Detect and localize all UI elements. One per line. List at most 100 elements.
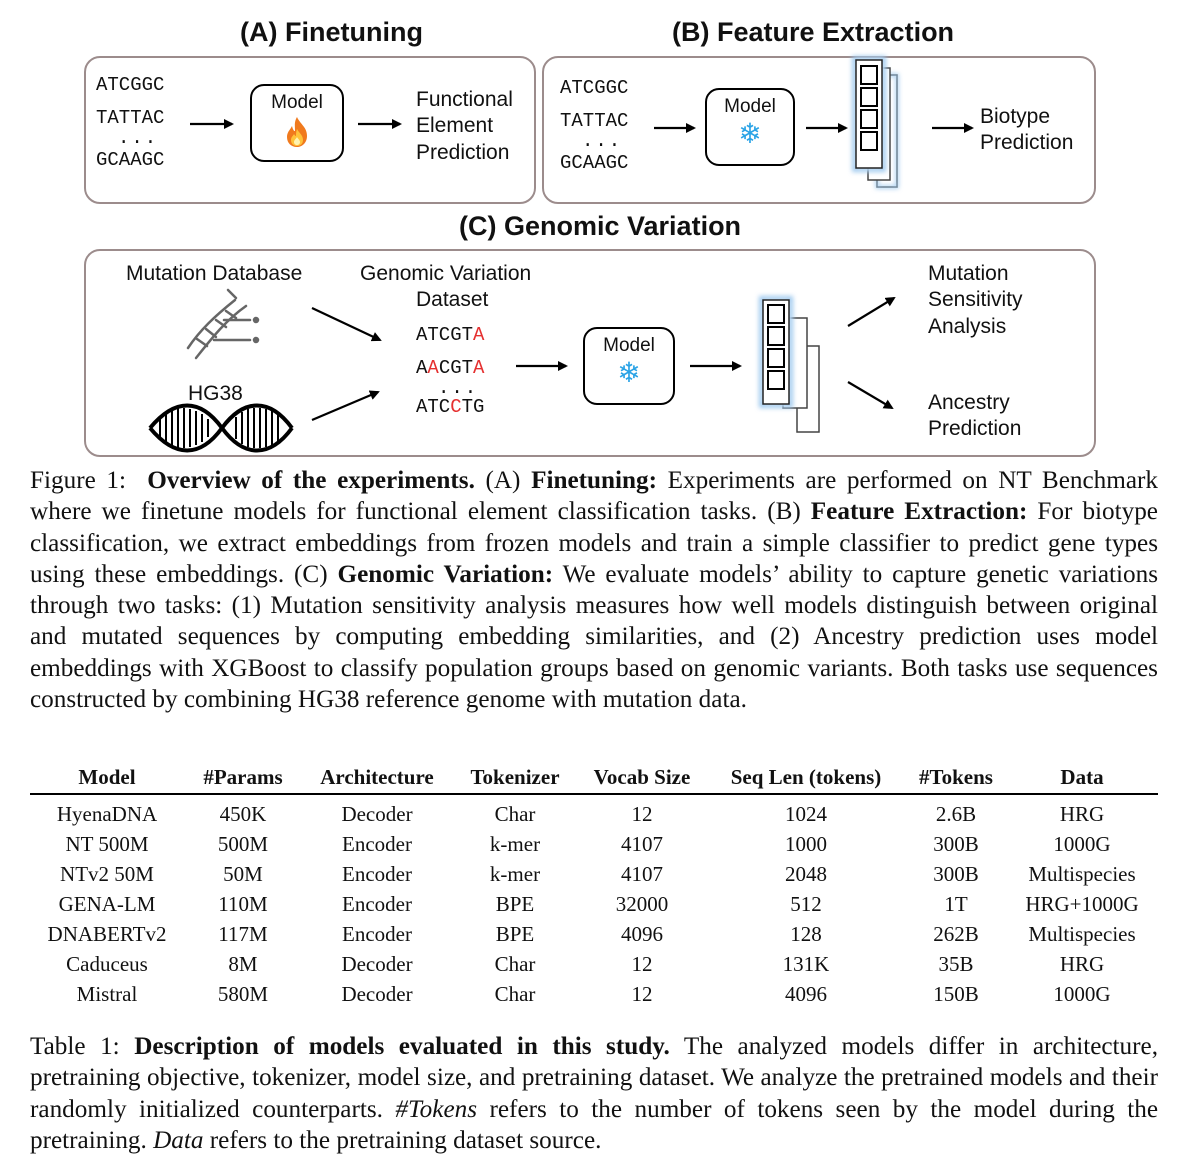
table-cell: 1T xyxy=(944,891,968,916)
ancestry-prediction-label-2: Prediction xyxy=(928,417,1022,440)
table-cell: 8M xyxy=(228,951,258,976)
table-cell: Decoder xyxy=(341,981,413,1006)
panel-a-output-3: Prediction xyxy=(416,141,510,164)
panel-b-seq-3: GCAAGC xyxy=(560,152,629,174)
table-cell: HRG xyxy=(1059,801,1105,826)
table-cell: 35B xyxy=(938,951,974,976)
panel-c-model-box: Model ❄ xyxy=(583,327,675,405)
table-cell: Decoder xyxy=(341,801,413,826)
table-header: Model xyxy=(78,764,136,789)
table-cell: HyenaDNA xyxy=(56,801,158,826)
panel-a-model-box: Model xyxy=(250,84,344,162)
embedding-stack-c-icon xyxy=(759,296,820,433)
mutation-database-label: Mutation Database xyxy=(126,262,303,285)
table-row: DNABERTv2 117M Encoder BPE 4096 128 262B… xyxy=(30,919,1158,949)
table-cell: 1000G xyxy=(1053,831,1111,856)
table-row: GENA-LM 110M Encoder BPE 32000 512 1T HR… xyxy=(30,889,1158,919)
panel-a-seq-2: TATTAC xyxy=(96,107,165,129)
table-cell: 4107 xyxy=(621,831,663,856)
table-cell: 450K xyxy=(219,801,267,826)
table-cell: 300B xyxy=(933,861,979,886)
table-header: Vocab Size xyxy=(593,764,691,789)
panel-b-ellipsis: ... xyxy=(582,130,623,152)
panel-a-seq-1: ATCGGC xyxy=(96,74,165,96)
table-cell: Char xyxy=(494,981,536,1006)
panel-c-box xyxy=(84,249,1096,457)
figure-caption-title: Overview of the experiments. xyxy=(147,467,475,494)
table-header: Data xyxy=(1060,764,1104,789)
panel-b-box xyxy=(542,56,1096,204)
table-cell: Char xyxy=(494,951,536,976)
table-cell: 500M xyxy=(217,831,269,856)
panel-a-box xyxy=(84,56,536,204)
table-caption-title: Description of models evaluated in this … xyxy=(134,1033,670,1060)
table-cell: 12 xyxy=(631,951,653,976)
figure-graphics xyxy=(148,56,974,453)
models-table: Model #Params Architecture Tokenizer Voc… xyxy=(30,761,1158,1009)
mutation-sensitivity-label-2: Sensitivity xyxy=(928,288,1023,311)
table-cell: BPE xyxy=(495,921,535,946)
table-cell: 131K xyxy=(782,951,830,976)
ancestry-prediction-label-1: Ancestry xyxy=(928,391,1010,414)
table-row: HyenaDNA 450K Decoder Char 12 1024 2.6B … xyxy=(30,794,1158,829)
snowflake-icon: ❄ xyxy=(738,119,762,150)
dataset-label-2: Dataset xyxy=(416,288,489,311)
mutation-sensitivity-label-3: Analysis xyxy=(928,315,1007,338)
snowflake-icon: ❄ xyxy=(617,358,641,389)
panel-a-title: (A) Finetuning xyxy=(240,17,423,47)
panel-b-title: (B) Feature Extraction xyxy=(672,17,955,47)
table-cell: 117M xyxy=(218,921,268,946)
table-cell: Encoder xyxy=(342,891,412,916)
variant-seq-3: ATCCTG xyxy=(416,396,485,418)
arrow-c-down xyxy=(847,381,894,410)
table-cell: Mistral xyxy=(76,981,138,1006)
table-cell: 4107 xyxy=(621,861,663,886)
table-cell: 1024 xyxy=(785,801,827,826)
panel-b-output-1: Biotype xyxy=(980,105,1051,128)
table-cell: 2048 xyxy=(785,861,827,886)
table-cell: 4096 xyxy=(785,981,827,1006)
table-cell: 150B xyxy=(933,981,979,1006)
variant-seq-1: ATCGTA xyxy=(416,324,485,346)
table-cell: Multispecies xyxy=(1028,861,1136,886)
table-cell: k-mer xyxy=(489,831,541,856)
table-cell: Encoder xyxy=(342,831,412,856)
panel-a-output-2: Element xyxy=(416,114,494,137)
table-cell: 12 xyxy=(631,801,653,826)
table-cell: Decoder xyxy=(341,951,413,976)
panel-b-seq-1: ATCGGC xyxy=(560,77,629,99)
table-cell: 262B xyxy=(933,921,979,946)
table-cell: 512 xyxy=(790,891,822,916)
table-header: Tokenizer xyxy=(470,764,560,789)
table-cell: Multispecies xyxy=(1028,921,1136,946)
table-cell: 50M xyxy=(223,861,263,886)
hg38-label: HG38 xyxy=(188,382,243,405)
dna-mutation-icon xyxy=(186,288,260,360)
panel-c-title: (C) Genomic Variation xyxy=(459,211,742,241)
table-cell: HRG xyxy=(1059,951,1105,976)
table-row: Mistral 580M Decoder Char 12 4096 150B 1… xyxy=(30,979,1158,1009)
table-cell: BPE xyxy=(495,891,535,916)
table-caption-prefix: Table 1: xyxy=(30,1033,120,1060)
table-cell: DNABERTv2 xyxy=(47,921,167,946)
table-caption: Table 1: Description of models evaluated… xyxy=(30,1033,1159,1154)
panel-b-output-2: Prediction xyxy=(980,131,1074,154)
mutation-sensitivity-label-1: Mutation xyxy=(928,262,1009,285)
table-cell: 1000G xyxy=(1053,981,1111,1006)
table-cell: HRG+1000G xyxy=(1025,891,1139,916)
table-cell: 580M xyxy=(217,981,269,1006)
panel-b-seq-2: TATTAC xyxy=(560,110,629,132)
embedding-stack-b-icon xyxy=(852,56,899,189)
table-header: Architecture xyxy=(320,764,434,789)
table-header: Seq Len (tokens) xyxy=(730,764,882,789)
panel-b-model-label: Model xyxy=(724,96,776,117)
figure-caption-prefix: Figure 1: xyxy=(30,467,126,494)
arrow-c-db xyxy=(311,307,382,342)
table-cell: Encoder xyxy=(342,861,412,886)
table-header: #Tokens xyxy=(919,764,993,789)
figure-caption: Figure 1: Overview of the experiments. (… xyxy=(30,467,1159,714)
panel-b-model-box: Model ❄ xyxy=(705,88,795,166)
table-cell: 32000 xyxy=(615,891,669,916)
arrow-c-up xyxy=(847,296,896,327)
table-cell: 128 xyxy=(790,921,822,946)
